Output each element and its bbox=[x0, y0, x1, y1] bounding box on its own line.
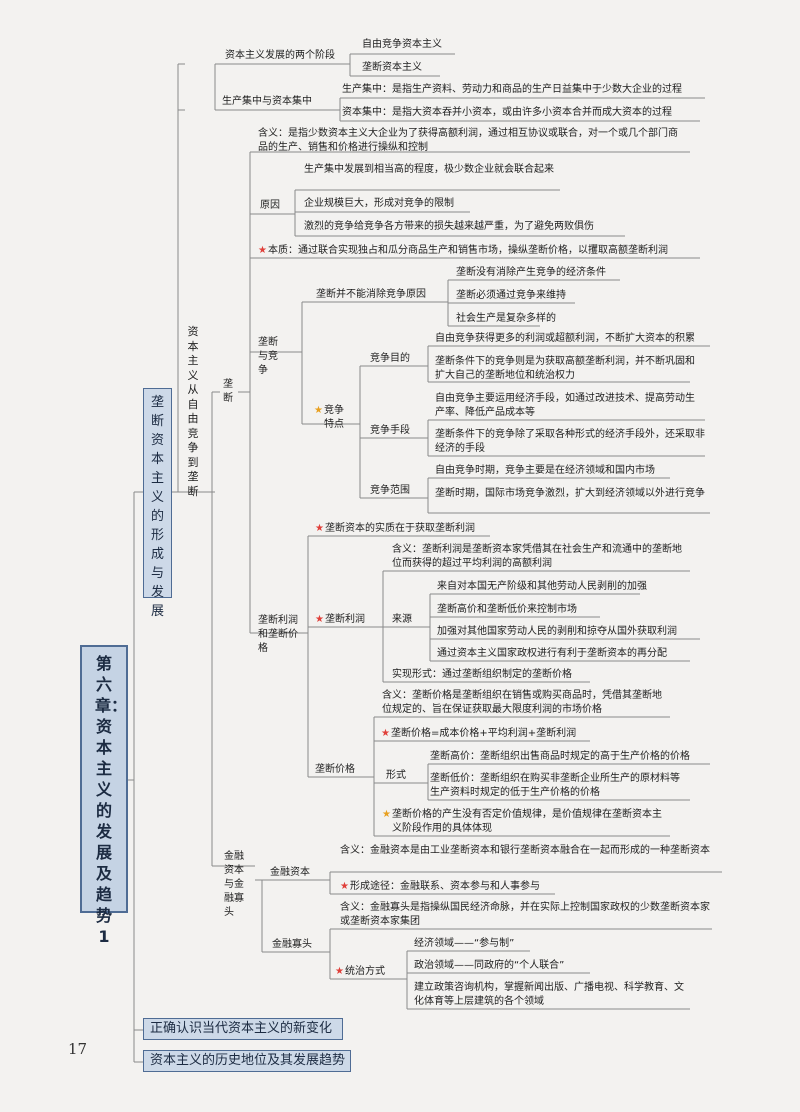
causes-node[interactable]: 原因 bbox=[260, 200, 280, 211]
branch-historical-position-label: 资本主义的历史地位及其发展趋势 bbox=[150, 1053, 346, 1068]
profit-price-node[interactable]: 垄断利润和垄断价格 bbox=[258, 615, 298, 654]
rule-political[interactable]: 政治领域——同政府的“个人联合” bbox=[414, 960, 565, 971]
price-node[interactable]: 垄断价格 bbox=[315, 764, 355, 775]
source-2[interactable]: 垄断高价和垄断低价来控制市场 bbox=[437, 604, 577, 615]
star-icon: ★ bbox=[382, 809, 391, 820]
cause-2[interactable]: 企业规模巨大，形成对竞争的限制 bbox=[304, 198, 454, 209]
features-label: 竞争特点 bbox=[323, 405, 344, 430]
star-icon: ★ bbox=[258, 245, 267, 256]
branch-monopoly-formation-label: 垄断资本主义的形成与发展 bbox=[150, 395, 164, 619]
rule-node[interactable]: ★统治方式 bbox=[335, 965, 385, 979]
monopoly-definition[interactable]: 含义：是指少数资本主义大企业为了获得高额利润，通过相互协议或联合，对一个或几个部… bbox=[258, 128, 678, 153]
profit-label: 垄断利润 bbox=[324, 614, 365, 625]
profit-node[interactable]: ★垄断利润 bbox=[315, 613, 365, 627]
price-form-low[interactable]: 垄断低价：垄断组织在购买非垄断企业所生产的原材料等生产资料时规定的低于生产价格的… bbox=[430, 773, 680, 798]
star-icon: ★ bbox=[335, 966, 344, 977]
price-formula[interactable]: ★垄断价格=成本价格+平均利润+垄断利润 bbox=[381, 727, 576, 741]
free-to-monopoly-node[interactable]: 资本主义从自由竞争到垄断 bbox=[187, 325, 199, 498]
means-1[interactable]: 自由竞争主要运用经济手段，如通过改进技术、提高劳动生产率、降低产品成本等 bbox=[435, 393, 695, 418]
branch-new-changes-label: 正确认识当代资本主义的新变化 bbox=[150, 1021, 333, 1036]
price-form-high[interactable]: 垄断高价：垄断组织出售商品时规定的高于生产价格的价格 bbox=[430, 751, 690, 762]
competition-node[interactable]: 垄断与竞争 bbox=[258, 337, 278, 376]
cause-1[interactable]: 生产集中发展到相当高的程度，极少数企业就会联合起来 bbox=[304, 164, 554, 175]
monopoly-node[interactable]: 垄断 bbox=[223, 379, 233, 404]
source-3[interactable]: 加强对其他国家劳动人民的剥削和掠夺从国外获取利润 bbox=[437, 626, 677, 637]
purpose-1[interactable]: 自由竞争获得更多的利润或超额利润，不断扩大资本的积累 bbox=[435, 333, 695, 344]
finance-capital-path[interactable]: ★形成途径：金融联系、资本参与和人事参与 bbox=[340, 880, 540, 894]
star-icon: ★ bbox=[340, 881, 349, 892]
not-eliminate-1[interactable]: 垄断没有消除产生竞争的经济条件 bbox=[456, 267, 606, 278]
star-icon: ★ bbox=[315, 523, 324, 534]
finance-capital-node[interactable]: 金融资本 bbox=[270, 867, 310, 878]
star-icon: ★ bbox=[381, 728, 390, 739]
finance-capital-definition[interactable]: 含义：金融资本是由工业垄断资本和银行垄断资本融合在一起而形成的一种垄断资本 bbox=[340, 845, 710, 856]
scope-node[interactable]: 竞争范围 bbox=[370, 485, 410, 496]
means-node[interactable]: 竞争手段 bbox=[370, 425, 410, 436]
price-law-text: 垄断价格的产生没有否定价值规律，是价值规律在垄断资本主义阶段作用的具体体现 bbox=[391, 809, 662, 834]
oligarchy-definition[interactable]: 含义：金融寡头是指操纵国民经济命脉，并在实际上控制国家政权的少数垄断资本家或垄断… bbox=[340, 902, 710, 927]
monopoly-essence-text: 本质：通过联合实现独占和瓜分商品生产和销售市场，操纵垄断价格，以攫取高额垄断利润 bbox=[267, 245, 668, 256]
stage-free-competition[interactable]: 自由竞争资本主义 bbox=[362, 39, 442, 50]
capital-concentration[interactable]: 资本集中：是指大资本吞并小资本，或由许多小资本合并而成大资本的过程 bbox=[342, 107, 672, 118]
root-node[interactable]: 第六章：资本主义的发展及趋势1 bbox=[80, 645, 128, 946]
price-formula-text: 垄断价格=成本价格+平均利润+垄断利润 bbox=[390, 728, 577, 739]
not-eliminate-2[interactable]: 垄断必须通过竞争来维持 bbox=[456, 290, 566, 301]
root-label: 第六章：资本主义的发展及趋势1 bbox=[95, 654, 128, 946]
purpose-2[interactable]: 垄断条件下的竞争则是为获取高额垄断利润，并不断巩固和扩大自己的垄断地位和统治权力 bbox=[435, 356, 695, 381]
profit-form[interactable]: 实现形式：通过垄断组织制定的垄断价格 bbox=[392, 669, 572, 680]
finance-node[interactable]: 金融资本与金融寡头 bbox=[224, 851, 244, 918]
source-node[interactable]: 来源 bbox=[392, 614, 412, 625]
rule-superstructure[interactable]: 建立政策咨询机构，掌握新闻出版、广播电视、科学教育、文化体育等上层建筑的各个领域 bbox=[414, 982, 684, 1007]
finance-capital-path-text: 形成途径：金融联系、资本参与和人事参与 bbox=[349, 881, 540, 892]
page-number: 17 bbox=[68, 1040, 88, 1058]
price-definition[interactable]: 含义：垄断价格是垄断组织在销售或购买商品时，凭借其垄断地位规定的、旨在保证获取最… bbox=[382, 690, 662, 715]
means-2[interactable]: 垄断条件下的竞争除了采取各种形式的经济手段外，还采取非经济的手段 bbox=[435, 429, 705, 454]
cause-3[interactable]: 激烈的竞争给竞争各方带来的损失越来越严重，为了避免两败俱伤 bbox=[304, 221, 594, 232]
star-icon: ★ bbox=[314, 405, 323, 416]
monopoly-essence[interactable]: ★本质：通过联合实现独占和瓜分商品生产和销售市场，操纵垄断价格，以攫取高额垄断利… bbox=[258, 244, 668, 258]
branch-monopoly-formation[interactable]: 垄断资本主义的形成与发展 bbox=[143, 388, 172, 619]
branch-new-changes[interactable]: 正确认识当代资本主义的新变化 bbox=[143, 1018, 343, 1040]
price-law[interactable]: ★垄断价格的产生没有否定价值规律，是价值规律在垄断资本主义阶段作用的具体体现 bbox=[382, 808, 668, 836]
stages-node[interactable]: 资本主义发展的两个阶段 bbox=[225, 50, 335, 61]
not-eliminate-node[interactable]: 垄断并不能消除竞争原因 bbox=[316, 289, 426, 300]
oligarchy-node[interactable]: 金融寡头 bbox=[272, 939, 312, 950]
star-icon: ★ bbox=[315, 614, 324, 625]
production-concentration[interactable]: 生产集中：是指生产资料、劳动力和商品的生产日益集中于少数大企业的过程 bbox=[342, 84, 682, 95]
stage-monopoly[interactable]: 垄断资本主义 bbox=[362, 62, 422, 73]
profit-essence-text: 垄断资本的实质在于获取垄断利润 bbox=[324, 523, 475, 534]
scope-2[interactable]: 垄断时期，国际市场竞争激烈，扩大到经济领域以外进行竞争 bbox=[435, 488, 705, 499]
source-1[interactable]: 来自对本国无产阶级和其他劳动人民剥削的加强 bbox=[437, 581, 647, 592]
rule-label: 统治方式 bbox=[344, 966, 385, 977]
not-eliminate-3[interactable]: 社会生产是复杂多样的 bbox=[456, 313, 556, 324]
source-4[interactable]: 通过资本主义国家政权进行有利于垄断资本的再分配 bbox=[437, 648, 667, 659]
price-forms-node[interactable]: 形式 bbox=[386, 770, 406, 781]
scope-1[interactable]: 自由竞争时期，竞争主要是在经济领域和国内市场 bbox=[435, 465, 655, 476]
profit-essence[interactable]: ★垄断资本的实质在于获取垄断利润 bbox=[315, 522, 475, 536]
purpose-node[interactable]: 竞争目的 bbox=[370, 353, 410, 364]
rule-economic[interactable]: 经济领域——“参与制” bbox=[414, 938, 515, 949]
branch-historical-position[interactable]: 资本主义的历史地位及其发展趋势 bbox=[143, 1050, 351, 1072]
profit-definition[interactable]: 含义：垄断利润是垄断资本家凭借其在社会生产和流通中的垄断地位而获得的超过平均利润… bbox=[392, 544, 682, 569]
concentration-node[interactable]: 生产集中与资本集中 bbox=[222, 96, 312, 107]
features-node[interactable]: ★竞争特点 bbox=[314, 404, 346, 432]
